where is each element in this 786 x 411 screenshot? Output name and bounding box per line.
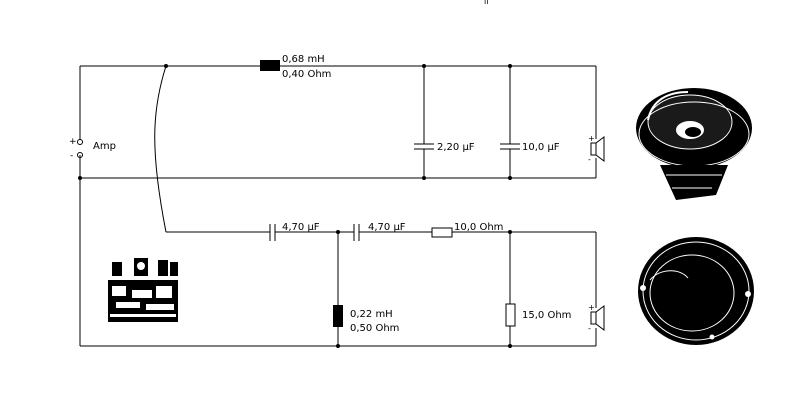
- tweeter-shunt-resistor: [505, 303, 516, 327]
- woofer-capacitor-1: [414, 66, 434, 178]
- woofer-inductor: [260, 60, 280, 71]
- tweeter-feed-wire: [154, 65, 167, 233]
- amp-terminals: [77, 138, 83, 158]
- woofer-capacitor-1-value: 2,20 µF: [437, 142, 475, 153]
- tweeter-speaker-plus: +: [588, 303, 595, 312]
- woofer-circuit: 0,68 mH 0,40 Ohm 2,20 µF 10,0 µF: [78, 54, 605, 346]
- woofer-speaker-plus: +: [588, 134, 595, 143]
- tweeter-photo: [638, 237, 754, 345]
- amp-plus: +: [69, 137, 77, 147]
- amp-label: Amp: [93, 141, 116, 152]
- woofer-photo: [636, 88, 752, 200]
- tweeter-speaker-symbol: [590, 305, 605, 331]
- woofer-capacitor-2: [500, 66, 520, 178]
- tweeter-circuit: 4,70 µF 4,70 µF 10,0 Ohm 0,22 mH 0,50 Oh…: [80, 222, 605, 348]
- tweeter-capacitor-2-value: 4,70 µF: [368, 222, 406, 233]
- tweeter-capacitor-1-value: 4,70 µF: [282, 222, 320, 233]
- woofer-inductor-value: 0,68 mH: [282, 54, 325, 65]
- woofer-speaker-minus: -: [588, 155, 591, 164]
- tweeter-inductor-value: 0,22 mH: [350, 309, 393, 320]
- woofer-inductor-resistance: 0,40 Ohm: [282, 69, 331, 80]
- woofer-capacitor-2-value: 10,0 µF: [522, 142, 560, 153]
- tweeter-capacitor-1: [269, 224, 276, 241]
- top-mark: lı: [484, 0, 488, 6]
- tweeter-inductor: [333, 305, 343, 327]
- tweeter-series-resistor-value: 10,0 Ohm: [454, 222, 503, 233]
- tweeter-series-resistor: [431, 227, 453, 238]
- tweeter-speaker-minus: -: [588, 324, 591, 333]
- tweeter-capacitor-2: [353, 224, 360, 241]
- tweeter-shunt-resistor-value: 15,0 Ohm: [522, 310, 571, 321]
- crossover-board-photo: [106, 258, 180, 324]
- amp-minus: -: [70, 151, 73, 161]
- woofer-speaker-symbol: [590, 136, 605, 162]
- tweeter-inductor-resistance: 0,50 Ohm: [350, 323, 399, 334]
